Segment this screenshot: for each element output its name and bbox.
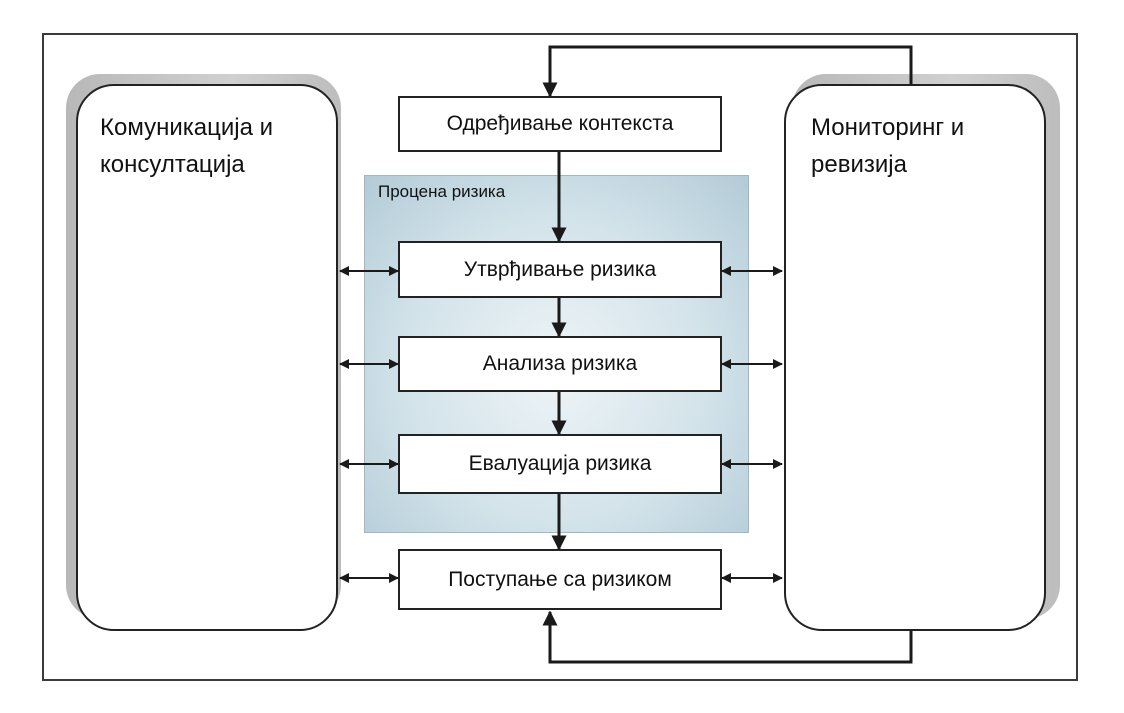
step-risk-evaluation: Евалуација ризика <box>398 434 722 494</box>
risk-assessment-label: Процена ризика <box>378 182 506 201</box>
top-feedback-line <box>542 45 913 98</box>
diagram-frame <box>42 33 1078 681</box>
right-panel <box>784 84 1046 631</box>
left-panel <box>76 84 338 631</box>
bottom-feedback-line <box>542 610 913 664</box>
left-panel-label: Комуникација и консултација <box>100 114 274 178</box>
right-panel-label: Мониторинг и ревизија <box>811 114 965 178</box>
step-risk-identification: Утврђивање ризика <box>398 241 722 298</box>
step-risk-analysis: Анализа ризика <box>398 336 722 392</box>
step-context: Одређивање контекста <box>398 96 722 152</box>
step-risk-treatment: Поступање са ризиком <box>398 549 722 610</box>
